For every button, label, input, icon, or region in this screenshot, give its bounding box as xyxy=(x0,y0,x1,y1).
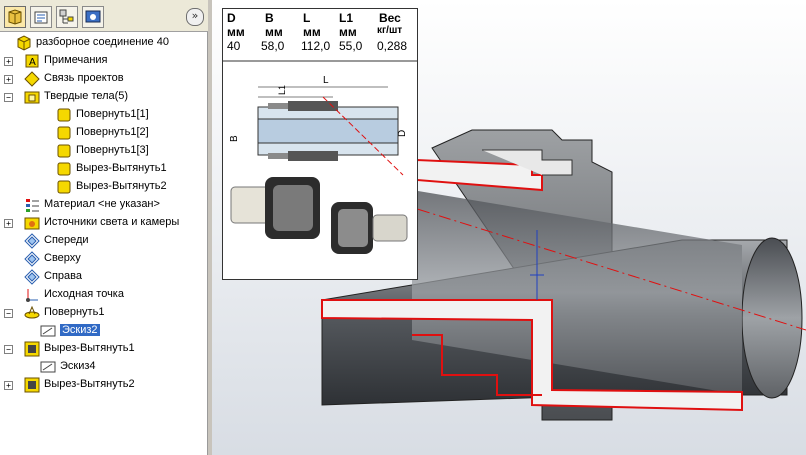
property-manager-icon xyxy=(34,11,48,24)
solid-body-icon xyxy=(56,161,72,177)
annotations-icon: A xyxy=(24,53,40,69)
solid-bodies-folder-icon xyxy=(24,89,40,105)
feature-manager-tab[interactable] xyxy=(4,6,26,28)
tree-item-label: Связь проектов xyxy=(44,72,124,84)
coupling-drawing: L L1 B D xyxy=(223,60,417,254)
tree-item-label: Твердые тела(5) xyxy=(44,90,129,102)
configuration-manager-icon xyxy=(59,9,74,24)
cut-extrude-icon xyxy=(24,377,40,393)
plane-icon xyxy=(24,251,40,267)
design-binder-icon xyxy=(24,71,40,87)
tree-item-label: Примечания xyxy=(44,54,108,66)
tree-toggle[interactable]: + xyxy=(4,57,13,66)
solid-body-icon xyxy=(56,107,72,123)
spec-unit-cell: кг/шт xyxy=(377,25,403,36)
dim-label-L1: L1 xyxy=(277,85,287,95)
tree-toggle[interactable]: − xyxy=(4,309,13,318)
spec-value-cell: 0,288 xyxy=(377,39,408,53)
tree-item-label: Сверху xyxy=(44,252,81,264)
spec-value-cell: 58,0 xyxy=(261,39,285,53)
dim-label-B: B xyxy=(229,135,240,142)
origin-icon xyxy=(24,287,40,303)
tree-item-label: Эскиз4 xyxy=(60,360,96,372)
tree-item-label: Справа xyxy=(44,270,82,282)
lights-cameras-icon xyxy=(24,215,40,231)
tree-toggle[interactable]: − xyxy=(4,345,13,354)
spec-header-cell: D xyxy=(227,11,236,25)
spec-header-row: D B L L1 Вес xyxy=(227,11,415,25)
tree-item-label: Повернуть1[2] xyxy=(76,126,149,138)
pipe-bore xyxy=(412,190,742,395)
part-icon xyxy=(16,35,32,51)
dim-label-L: L xyxy=(323,75,329,86)
configuration-manager-tab[interactable] xyxy=(56,6,78,28)
tree-toggle[interactable]: − xyxy=(4,93,13,102)
sketch-icon xyxy=(40,323,56,339)
tree-item-label: разборное соединение 40 xyxy=(36,36,169,48)
tree-toggle[interactable]: + xyxy=(4,75,13,84)
manager-toolbar: » xyxy=(0,0,208,32)
spec-unit-cell: мм xyxy=(227,25,245,39)
plane-icon xyxy=(24,233,40,249)
tree-item-label: Источники света и камеры xyxy=(44,216,180,228)
spec-value-cell: 112,0 xyxy=(301,39,331,53)
revolve-icon xyxy=(24,305,40,321)
section-cut-lower xyxy=(321,299,743,412)
cut-extrude-icon xyxy=(24,341,40,357)
spec-units-row: мм мм мм мм кг/шт xyxy=(227,25,415,39)
spec-panel: D B L L1 Вес мм мм мм мм кг/шт 40 58,0 1… xyxy=(222,8,418,280)
spec-value-row: 40 58,0 112,0 55,0 0,288 xyxy=(227,39,415,53)
fitting-ring xyxy=(482,149,573,176)
model-view[interactable] xyxy=(212,0,806,455)
feature-manager-icon xyxy=(8,9,22,25)
tree-item-label: Эскиз2 xyxy=(60,324,100,336)
panel-splitter[interactable] xyxy=(208,0,212,455)
plane-icon xyxy=(24,269,40,285)
property-manager-tab[interactable] xyxy=(30,6,52,28)
tree-toggle[interactable]: + xyxy=(4,381,13,390)
spec-value-cell: 55,0 xyxy=(339,39,363,53)
tree-item-label: Спереди xyxy=(44,234,89,246)
spec-unit-cell: мм xyxy=(339,25,357,39)
spec-header-cell: L xyxy=(303,11,311,25)
spec-header-cell: Вес xyxy=(379,11,401,25)
tree-item-label: Исходная точка xyxy=(44,288,124,300)
dim-label-D: D xyxy=(397,130,408,137)
tree-item-label: Вырез-Вытянуть2 xyxy=(76,180,167,192)
tree-item-label: Повернуть1 xyxy=(44,306,105,318)
solid-body-icon xyxy=(56,125,72,141)
material-icon xyxy=(24,197,40,213)
tree-item-label: Повернуть1[3] xyxy=(76,144,149,156)
svg-text:A: A xyxy=(29,57,36,68)
tree-item-label: Вырез-Вытянуть1 xyxy=(76,162,167,174)
pipe-end-face xyxy=(741,237,803,399)
spec-header-cell: L1 xyxy=(339,11,354,25)
tree-item-label: Материал <не указан> xyxy=(44,198,160,210)
spec-unit-cell: мм xyxy=(303,25,321,39)
tree-item-label: Повернуть1[1] xyxy=(76,108,149,120)
tree-item-label: Вырез-Вытянуть1 xyxy=(44,342,135,354)
tree-toggle[interactable]: + xyxy=(4,219,13,228)
tree-item-label: Вырез-Вытянуть2 xyxy=(44,378,135,390)
display-manager-tab[interactable] xyxy=(82,6,104,28)
sketch-icon xyxy=(40,359,56,375)
solid-body-icon xyxy=(56,143,72,159)
spec-header-cell: B xyxy=(265,11,274,25)
display-manager-icon xyxy=(85,10,101,23)
spec-unit-cell: мм xyxy=(265,25,283,39)
spec-table: D B L L1 Вес мм мм мм мм кг/шт 40 58,0 1… xyxy=(227,11,415,53)
solid-body-icon xyxy=(56,179,72,195)
feature-manager-panel: » разборное соединение 40 + A Примечания + Св… xyxy=(0,0,208,455)
expand-button[interactable]: » xyxy=(186,8,204,26)
spec-value-cell: 40 xyxy=(227,39,241,53)
section-edge-bottom xyxy=(412,334,542,396)
